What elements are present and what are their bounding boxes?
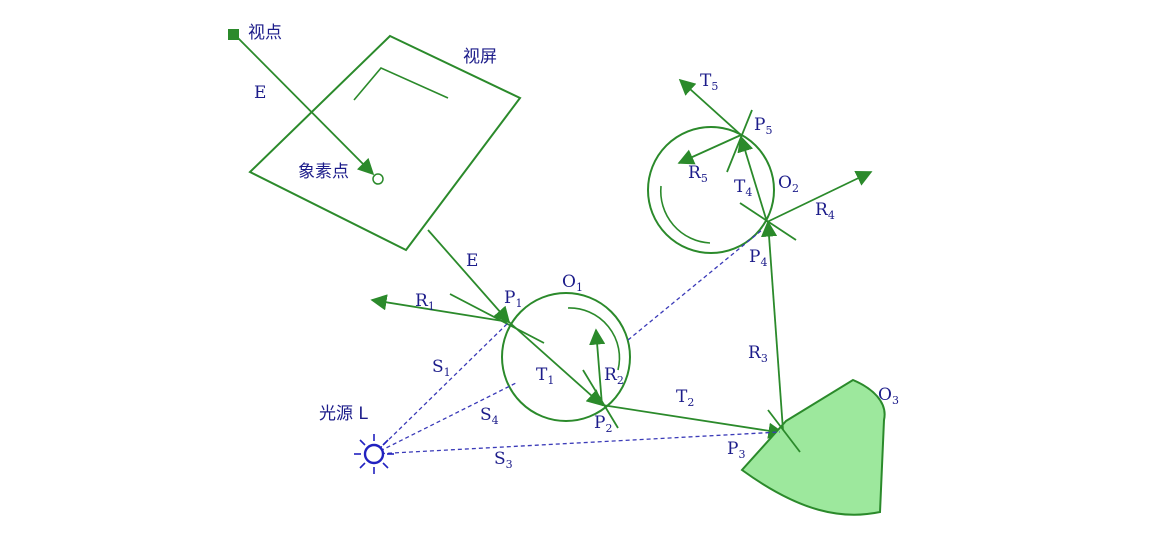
reflected-ray-r1 [370, 294, 510, 323]
object-o3 [740, 378, 886, 516]
label-p1: P1 [504, 288, 522, 310]
label-t5: T5 [700, 71, 718, 93]
label-r1: R1 [415, 291, 435, 313]
transmitted-ray-t2 [601, 404, 785, 439]
label-r3: R3 [748, 343, 768, 365]
label-p2: P2 [594, 413, 612, 435]
ray-label-e1: E [254, 83, 266, 103]
viewpoint-label: 视点 [248, 23, 282, 43]
label-p4: P4 [749, 247, 767, 269]
label-t1: T1 [536, 365, 554, 387]
normal-p1 [449, 293, 545, 344]
shadow-ray-s1 [373, 321, 510, 455]
normal-p2 [582, 369, 619, 429]
sphere-o1-highlight [567, 307, 621, 371]
label-o1: O1 [562, 272, 583, 294]
label-o2: O2 [778, 173, 799, 195]
eye-ray-continued [427, 229, 511, 324]
label-r4: R4 [815, 200, 835, 222]
transmitted-ray-t5 [678, 78, 742, 136]
shadow-ray-s3 [373, 431, 781, 455]
reflected-ray-r4 [766, 171, 873, 223]
reflected-ray-r3 [760, 220, 784, 431]
reflected-ray-r5 [677, 134, 742, 165]
screen-glare [353, 67, 449, 101]
transmitted-ray-t4 [737, 135, 768, 223]
normal-p5 [726, 109, 753, 173]
transmitted-ray-t1 [508, 321, 604, 407]
reflected-ray-r2 [589, 328, 606, 406]
label-s1: S1 [432, 357, 451, 379]
normal-p3 [767, 409, 801, 453]
light-source-label: 光源 L [319, 404, 368, 424]
eye-ray [235, 35, 375, 176]
light-source-icon [354, 434, 394, 474]
label-p3: P3 [727, 439, 745, 461]
screen-label: 视屏 [463, 47, 497, 67]
label-t4: T4 [734, 177, 752, 199]
sphere-o2 [647, 126, 775, 254]
screen-plane [248, 34, 522, 252]
pixel-point [372, 173, 384, 185]
sphere-o1 [501, 292, 631, 422]
label-r2: R2 [604, 365, 624, 387]
ray-label-e2: E [466, 251, 478, 271]
label-s3: S3 [494, 449, 513, 471]
label-s4: S4 [480, 405, 499, 427]
label-t2: T2 [676, 387, 694, 409]
viewpoint-marker [228, 29, 239, 40]
label-o3: O3 [878, 385, 899, 407]
shadow-ray-s4 [373, 381, 519, 455]
pixel-label: 象素点 [298, 162, 349, 182]
label-p5: P5 [754, 115, 772, 137]
label-r5: R5 [688, 163, 708, 185]
shadow-ray-p4 [627, 229, 763, 341]
sphere-o2-highlight [659, 185, 711, 244]
